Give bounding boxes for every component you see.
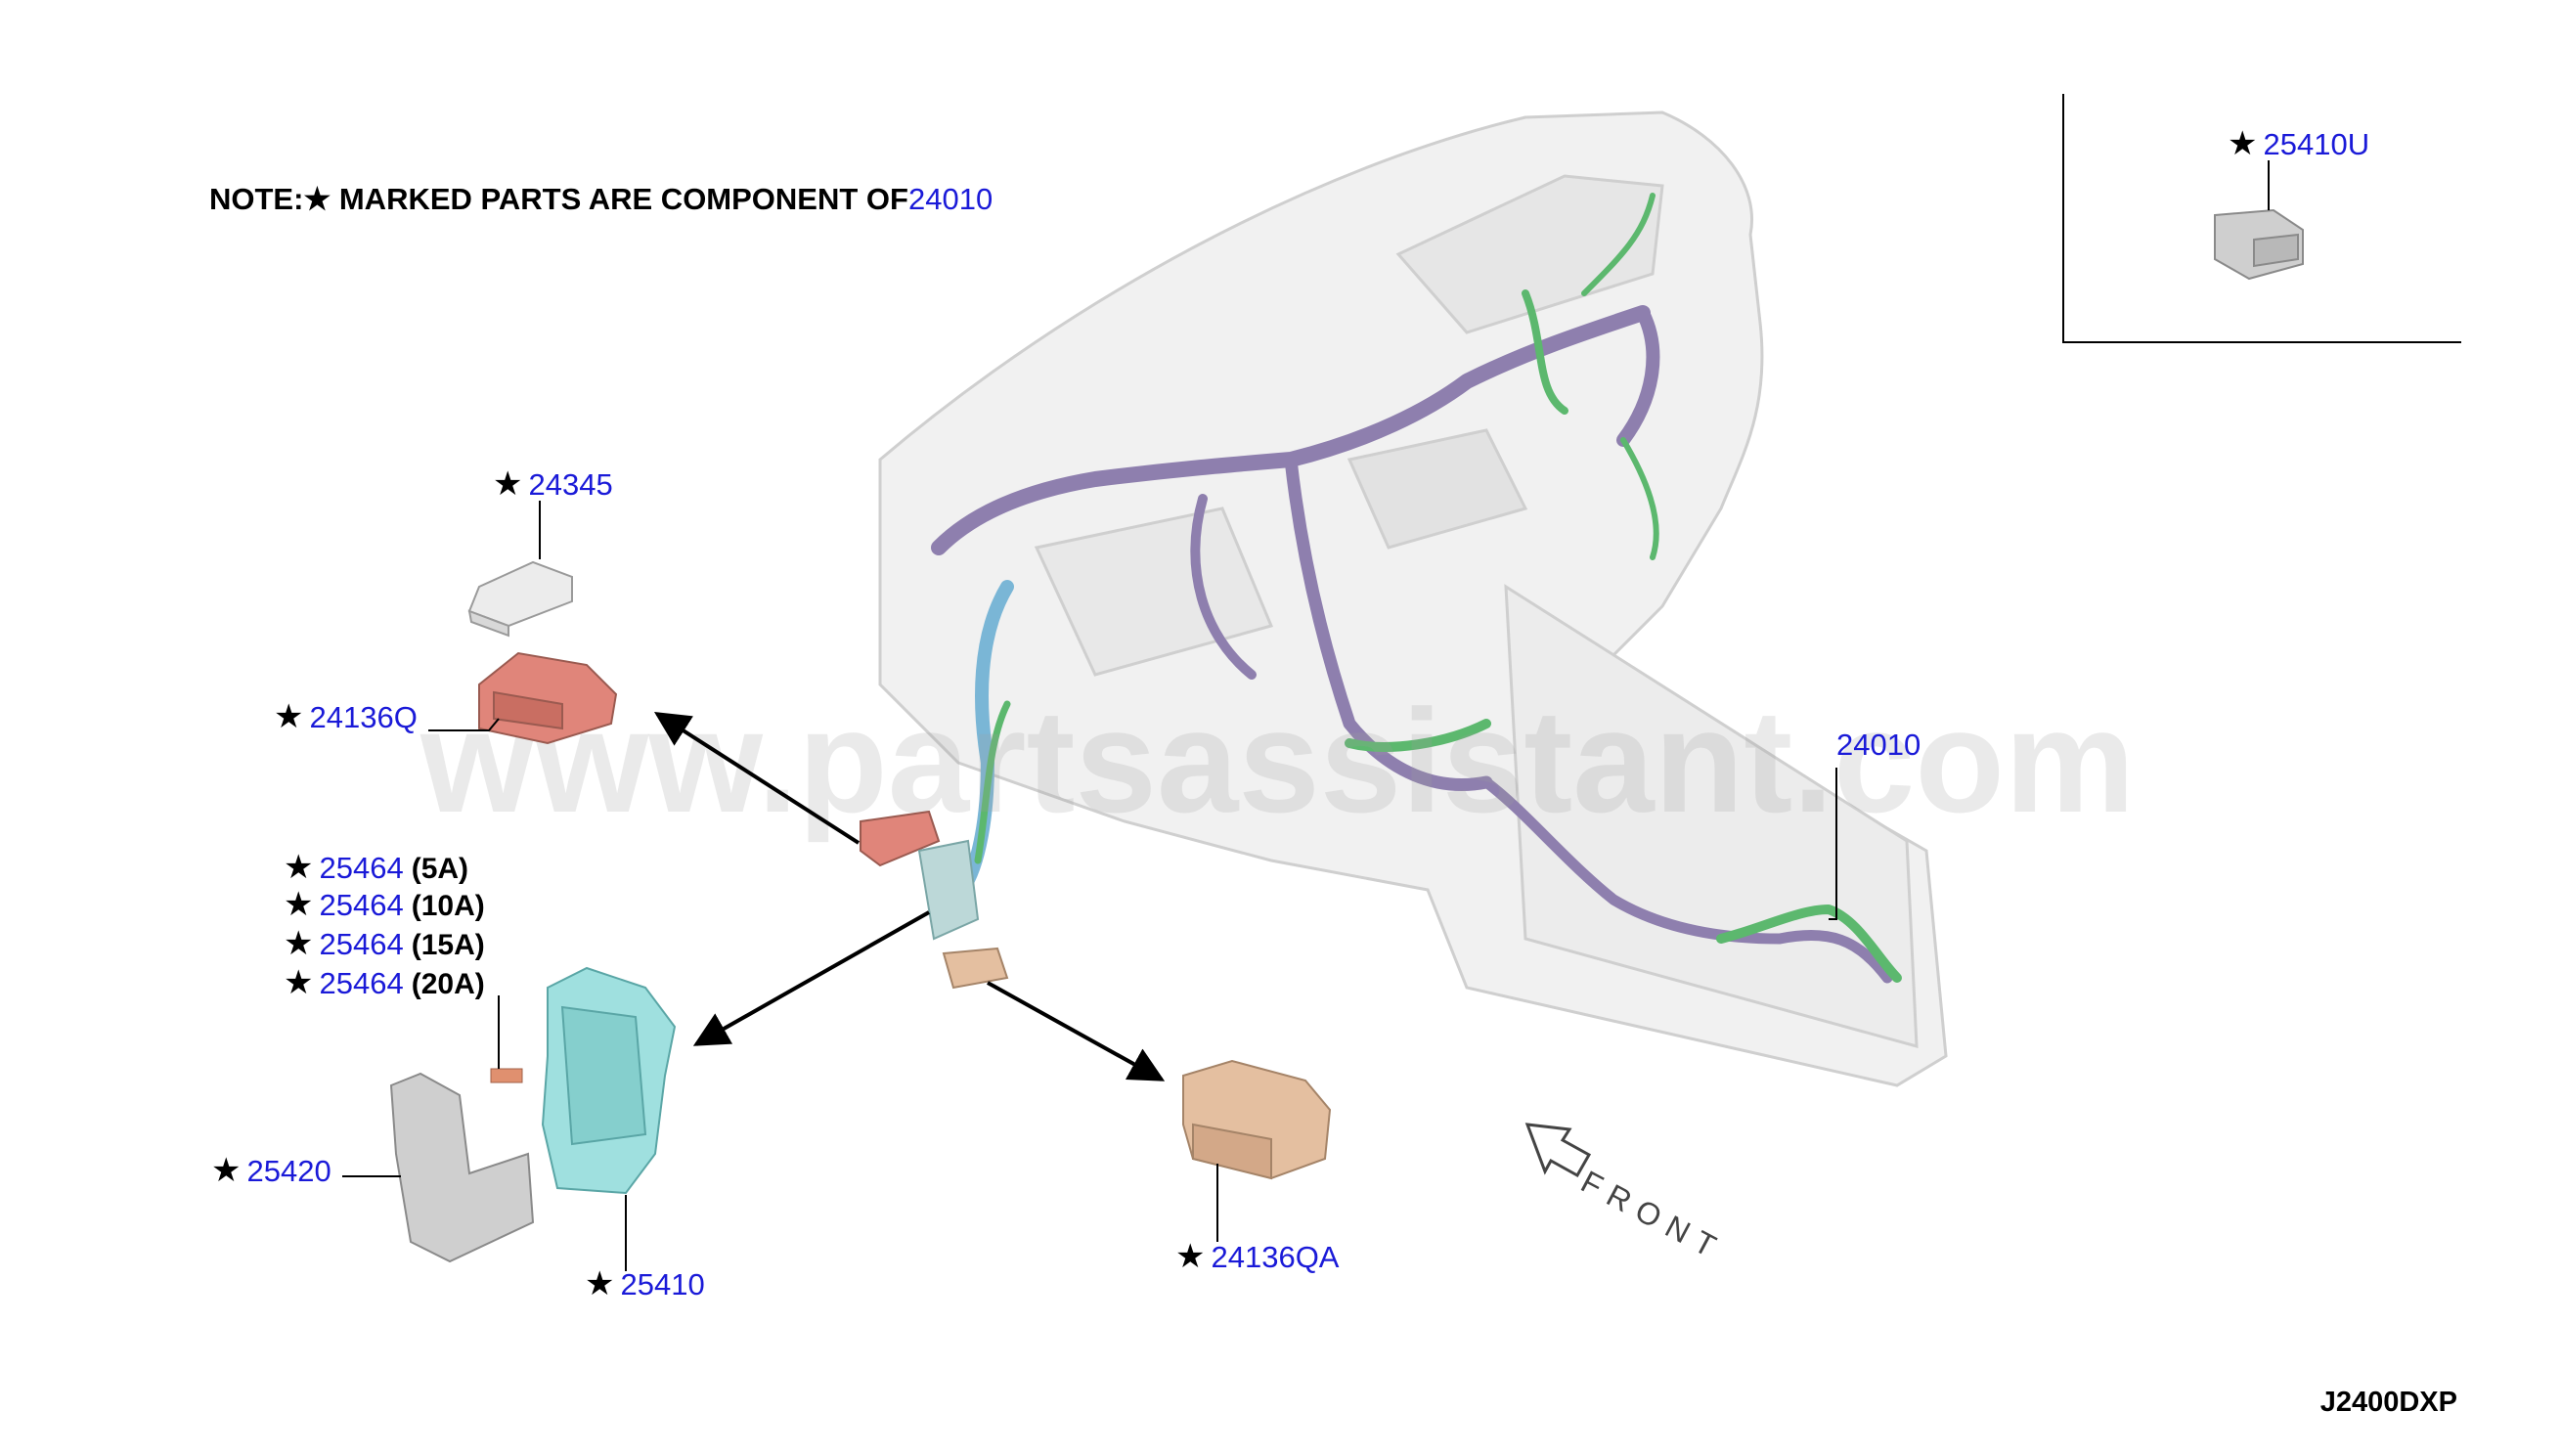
fuse-rating: (10A) (411, 890, 485, 922)
wire-harness-24010 (931, 193, 1902, 984)
part-link-25464[interactable]: 25464 (319, 851, 404, 885)
star-icon: ★ (284, 849, 314, 886)
watermark-text: www.partsassistant.com (419, 679, 2135, 843)
front-arrow-icon (1524, 1123, 1592, 1178)
label-25464-5a: ★25464(5A) (284, 851, 468, 884)
star-icon: ★ (1175, 1238, 1206, 1275)
note-text: MARKED PARTS ARE COMPONENT OF (338, 182, 908, 216)
part-25410U-adapter (2214, 208, 2304, 281)
part-link-24136QA[interactable]: 24136QA (1211, 1240, 1340, 1274)
fuse-rating: (20A) (411, 968, 485, 1000)
part-link-25464[interactable]: 25464 (319, 927, 404, 961)
explode-arrows (653, 712, 1166, 1081)
part-25410-fuse-block (541, 966, 677, 1195)
label-24345: ★24345 (493, 467, 613, 501)
fuse-rating: (5A) (411, 853, 469, 885)
assembly-fuse-block (917, 839, 980, 941)
star-icon: ★ (211, 1152, 242, 1189)
star-icon: ★ (284, 964, 314, 1001)
label-24136Q: ★24136Q (274, 700, 418, 733)
part-24136QA-relay-box (1182, 1059, 1332, 1180)
part-link-24345[interactable]: 24345 (528, 467, 613, 502)
label-25464-20a: ★25464(20A) (284, 966, 485, 999)
part-link-25410U[interactable]: 25410U (2263, 127, 2370, 161)
star-icon: ★ (2228, 125, 2258, 162)
star-icon: ★ (284, 925, 314, 962)
label-25410: ★25410 (585, 1267, 705, 1301)
star-icon: ★ (274, 698, 304, 735)
fuse-rating: (15A) (411, 929, 485, 961)
part-link-25464[interactable]: 25464 (319, 888, 404, 922)
part-link-25410[interactable]: 25410 (620, 1267, 705, 1302)
star-icon: ★ (493, 465, 523, 503)
star-icon: ★ (585, 1265, 615, 1302)
part-24345-cover (467, 560, 573, 638)
part-link-24136Q[interactable]: 24136Q (309, 700, 418, 734)
part-25464-fuse (490, 1068, 523, 1083)
assembly-relay-red (860, 810, 941, 867)
note-line: NOTE:★ MARKED PARTS ARE COMPONENT OF2401… (209, 184, 993, 214)
label-25420: ★25420 (211, 1154, 331, 1187)
note-star-icon: ★ (303, 182, 331, 216)
label-25410U: ★25410U (2228, 127, 2369, 160)
part-link-25464[interactable]: 25464 (319, 966, 404, 1000)
part-link-24010[interactable]: 24010 (1836, 728, 1921, 762)
diagram-code: J2400DXP (2319, 1387, 2457, 1418)
label-25464-10a: ★25464(10A) (284, 888, 485, 921)
leader-lines (342, 160, 2270, 1271)
label-24136QA: ★24136QA (1175, 1240, 1339, 1273)
label-24010: 24010 (1836, 729, 1921, 760)
inset-frame (2062, 94, 2461, 343)
label-25464-15a: ★25464(15A) (284, 927, 485, 960)
part-24136Q-relay-box (478, 651, 618, 745)
note-prefix: NOTE: (209, 182, 304, 216)
star-icon: ★ (284, 886, 314, 923)
part-25420-bracket (389, 1072, 535, 1263)
note-ref-link[interactable]: 24010 (907, 182, 993, 216)
part-link-25420[interactable]: 25420 (246, 1154, 331, 1188)
assembly-relay-tan (942, 947, 1009, 990)
